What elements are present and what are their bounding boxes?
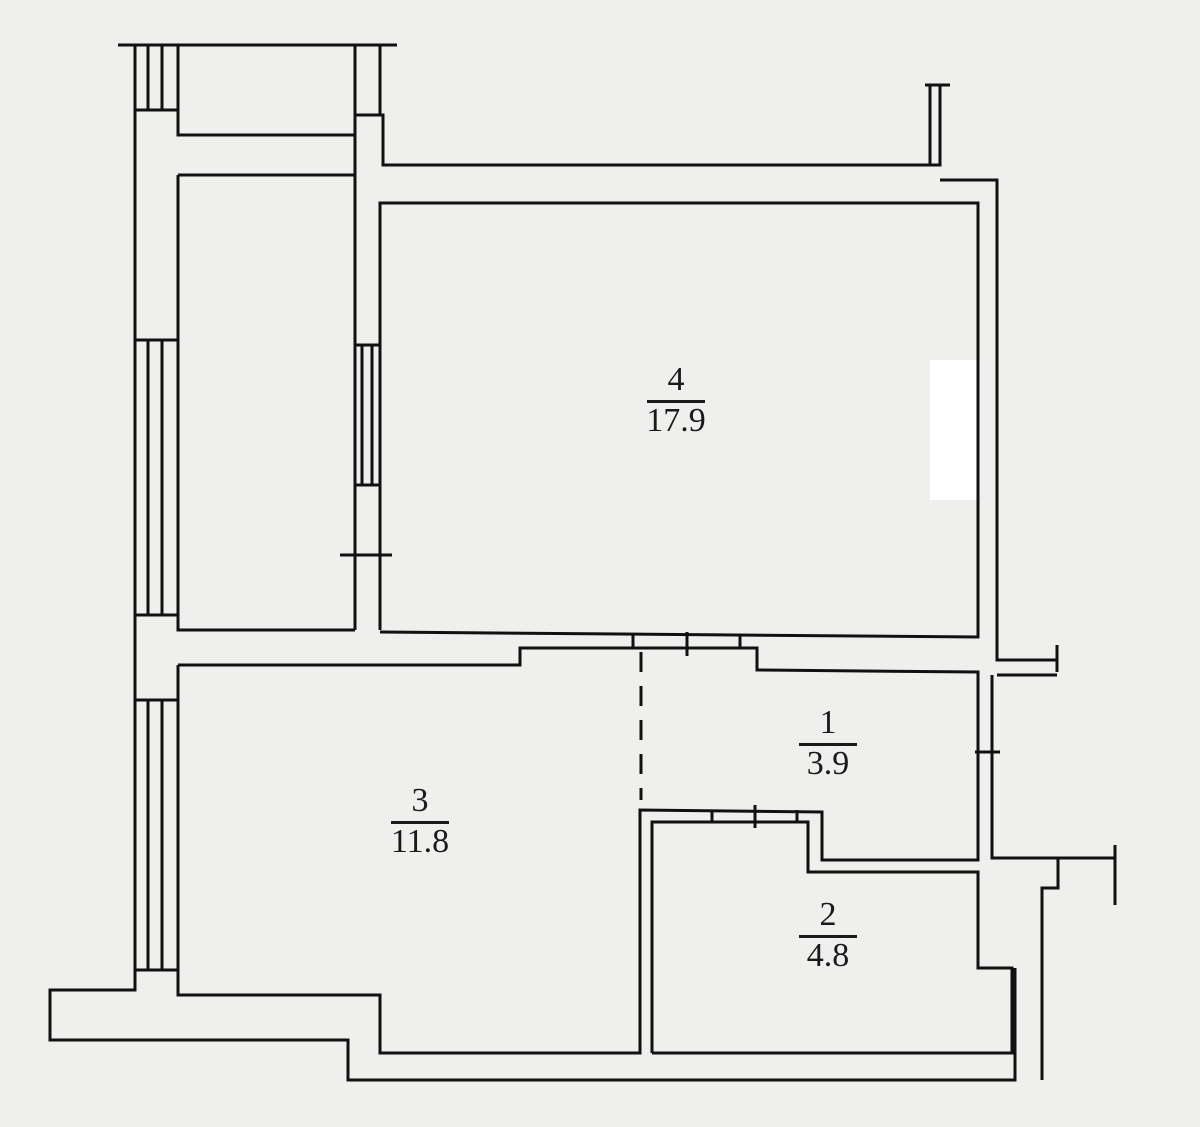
wall [378, 201, 980, 639]
room-number: 4 [667, 361, 685, 398]
room-number: 3 [411, 782, 429, 819]
wall [650, 820, 1014, 1055]
wall [48, 45, 1017, 1082]
room-area: 3.9 [806, 745, 850, 782]
room-area: 4.8 [806, 937, 850, 974]
wall [176, 646, 980, 1055]
room-number: 1 [819, 704, 837, 741]
wall [1040, 858, 1060, 1080]
wall [176, 45, 355, 137]
room-area: 17.9 [646, 402, 706, 439]
room-number: 2 [819, 896, 837, 933]
wall [990, 675, 1115, 860]
room-area: 11.8 [390, 823, 450, 860]
wall [355, 85, 942, 167]
wall [176, 175, 355, 632]
wall [940, 178, 1057, 662]
scan-patch [930, 360, 978, 500]
